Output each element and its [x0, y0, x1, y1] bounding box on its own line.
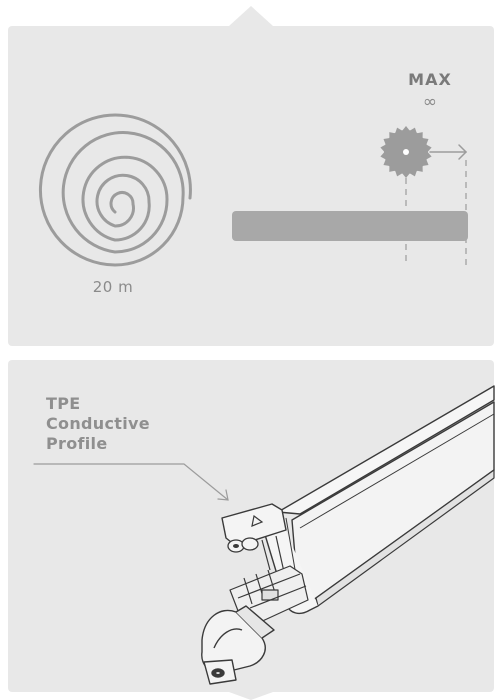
panel-pointer-top [229, 6, 273, 26]
profile-label-line-1: TPE [46, 394, 81, 413]
length-diagram-panel [8, 26, 494, 346]
leader-line [33, 463, 229, 501]
coil-length-label: 20 m [92, 278, 134, 296]
saw-blade-icon [380, 126, 432, 178]
extruded-profile-icon [201, 385, 495, 685]
profile-length-bar [232, 211, 468, 241]
profile-label: TPE Conductive Profile [46, 394, 150, 454]
max-label: MAX [408, 70, 452, 89]
profile-label-line-2: Conductive [46, 414, 150, 433]
arrow-right-icon [429, 144, 468, 160]
panel-pointer-bottom [229, 692, 273, 700]
coil-spiral-icon [38, 113, 192, 267]
profile-label-line-3: Profile [46, 434, 108, 453]
infinity-label: ∞ [422, 92, 438, 112]
end-cap [201, 605, 275, 685]
conductive-connector [221, 503, 287, 573]
